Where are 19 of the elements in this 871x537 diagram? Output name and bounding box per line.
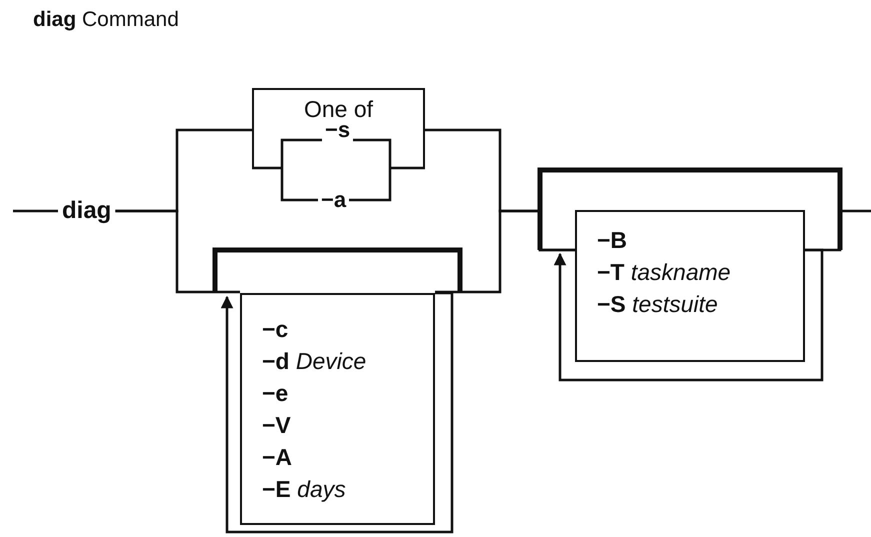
option-text: −c: [262, 315, 288, 344]
track-line: [115, 210, 240, 294]
repeat-arrow: [554, 248, 824, 382]
option-text: −S testsuite: [597, 290, 718, 319]
option-box: [575, 210, 805, 362]
option-text: −E days: [262, 475, 346, 504]
repeat-arrow: [220, 292, 454, 534]
option-text: −e: [262, 379, 288, 408]
option-text: −A: [262, 443, 292, 472]
track-line: [13, 210, 58, 212]
option-text: −T taskname: [597, 258, 731, 287]
track-line: [805, 210, 871, 252]
option-box: [240, 293, 435, 525]
option-text: −B: [597, 226, 628, 255]
title: diag Command: [33, 8, 179, 32]
option-text: −d Device: [262, 347, 366, 376]
track-line: [435, 210, 575, 294]
choice-box: [252, 88, 425, 168]
option-text: −V: [262, 411, 291, 440]
